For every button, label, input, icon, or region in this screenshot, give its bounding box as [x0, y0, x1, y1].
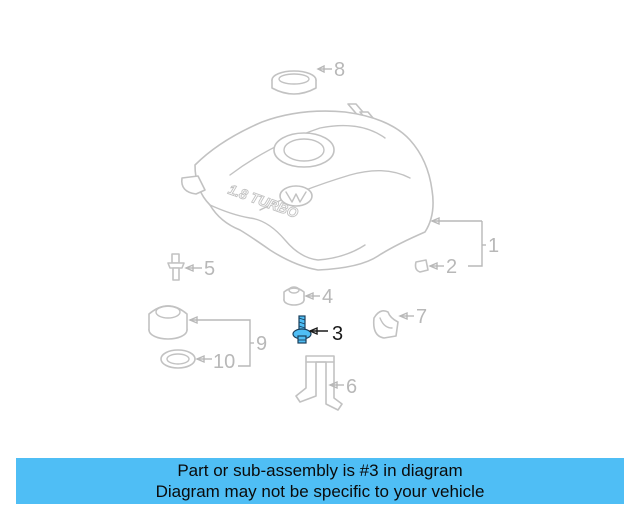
- part-3-bolt: [292, 315, 312, 344]
- part-4-bushing: [283, 286, 305, 306]
- callout-5: 5: [204, 258, 215, 280]
- part-8-grommet: [271, 70, 317, 95]
- part-9-mount: [148, 305, 188, 340]
- part-1-engine-cover: 1.8 TURBO: [180, 103, 434, 271]
- callout-9: 9: [256, 333, 267, 355]
- part-10-grommet-ring: [160, 349, 196, 369]
- banner-line-2: Diagram may not be specific to your vehi…: [155, 482, 485, 501]
- part-2-clip: [414, 259, 429, 273]
- callout-7: 7: [416, 306, 427, 328]
- callout-8: 8: [334, 59, 345, 81]
- part-5-stud: [167, 253, 185, 281]
- banner-line-1: Part or sub-assembly is #3 in diagram: [177, 461, 463, 480]
- part-6-support-bracket: [295, 355, 343, 411]
- callout-2: 2: [446, 256, 457, 278]
- callout-3: 3: [332, 323, 343, 345]
- callout-1: 1: [488, 235, 499, 257]
- callout-4: 4: [322, 286, 333, 308]
- info-banner: Part or sub-assembly is #3 in diagram Di…: [16, 458, 624, 504]
- part-7-bracket: [372, 310, 399, 339]
- callout-6: 6: [346, 376, 357, 398]
- callout-10: 10: [213, 351, 235, 373]
